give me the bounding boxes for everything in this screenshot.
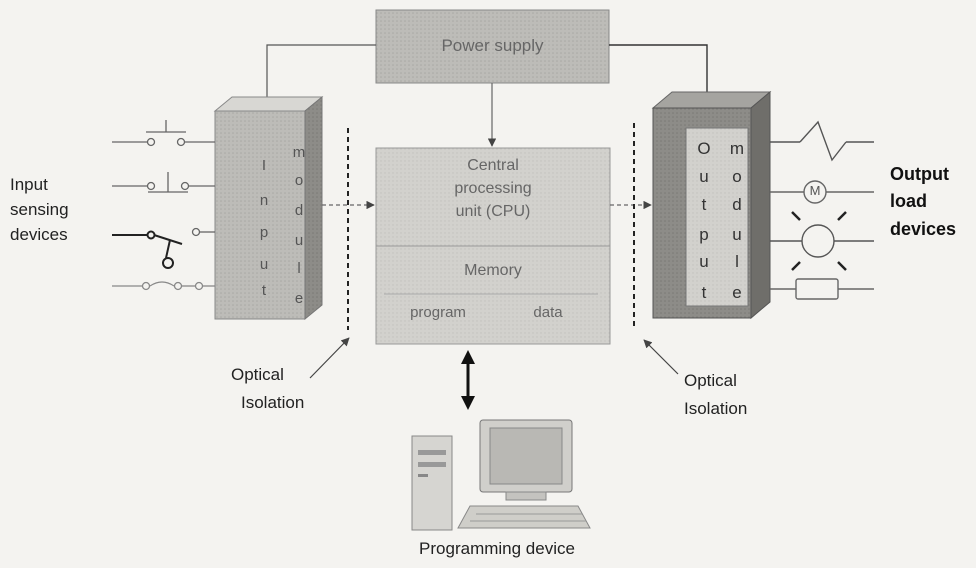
output-device-heater [770, 120, 874, 162]
input-module-side [304, 95, 323, 321]
output-module-letter: e [732, 283, 742, 302]
input-device-limit-switch [112, 227, 215, 269]
programming-link-arrow [461, 350, 475, 410]
output-device-horn [770, 278, 874, 300]
input-module-letter: u [294, 232, 304, 249]
output-devices-label-line3: devices [890, 219, 957, 239]
power-supply-box [375, 9, 610, 84]
input-module-letter: n [259, 192, 269, 209]
input-device-pushbutton-no [112, 120, 215, 147]
output-devices-label-line1: Output [890, 164, 949, 184]
input-devices-label-line2: sensing [10, 200, 69, 219]
output-module-letter: O [697, 139, 711, 158]
cpu-label-line3: unit (CPU) [455, 203, 531, 220]
memory-program-label: program [410, 304, 466, 321]
output-module-side [750, 90, 771, 320]
input-module-letter: p [259, 224, 269, 241]
output-module-letter: u [732, 225, 742, 244]
output-device-motor [770, 180, 874, 204]
optical-isolation-left-label-line2: Isolation [241, 393, 305, 412]
output-device-lamp [770, 211, 874, 271]
input-module-letter: e [294, 290, 304, 307]
cpu-label-line1: Central [467, 157, 519, 174]
memory-data-label: data [533, 304, 563, 321]
input-device-sensor [112, 281, 215, 291]
input-module-letter: o [294, 172, 304, 189]
output-module-letter: u [699, 252, 709, 271]
output-module-letter: l [735, 252, 739, 271]
output-module-letter: p [699, 225, 709, 244]
output-devices-label-line2: load [890, 191, 928, 211]
input-module-letter: u [259, 256, 269, 273]
power-wire-right [609, 44, 712, 109]
programming-device-label: Programming device [419, 539, 575, 558]
cpu-label-line2: processing [454, 180, 532, 197]
input-module-front [214, 110, 306, 320]
output-module-letter: o [732, 167, 742, 186]
input-module-letter: l [297, 260, 301, 277]
input-devices-label-line1: Input [10, 175, 48, 194]
output-module-letter: m [729, 139, 745, 158]
output-module-letter: t [701, 283, 707, 302]
optical-isolation-right-pointer [643, 339, 679, 375]
input-module-top [213, 96, 324, 112]
optical-isolation-right-label-line2: Isolation [684, 399, 748, 418]
output-module-top [651, 91, 772, 109]
motor-symbol-label: M [809, 183, 821, 198]
optical-isolation-right-label-line1: Optical [684, 371, 737, 390]
input-module-letter: t [261, 282, 267, 299]
optical-isolation-left-label-line1: Optical [231, 365, 284, 384]
input-module-letter: I [261, 157, 267, 174]
input-module-letter: d [294, 202, 304, 219]
memory-label: Memory [464, 262, 522, 279]
output-module-inner [685, 127, 749, 307]
output-module-letter: t [701, 195, 707, 214]
input-module-letter: m [292, 144, 306, 161]
power-wire-left [262, 44, 376, 109]
input-devices-label-line3: devices [10, 225, 68, 244]
output-module-letter: d [732, 195, 742, 214]
optical-isolation-left-pointer [309, 337, 350, 379]
input-device-pushbutton-nc [112, 172, 215, 193]
power-supply-label: Power supply [441, 36, 544, 55]
programming-device-computer [411, 419, 591, 531]
output-module-letter: u [699, 167, 709, 186]
